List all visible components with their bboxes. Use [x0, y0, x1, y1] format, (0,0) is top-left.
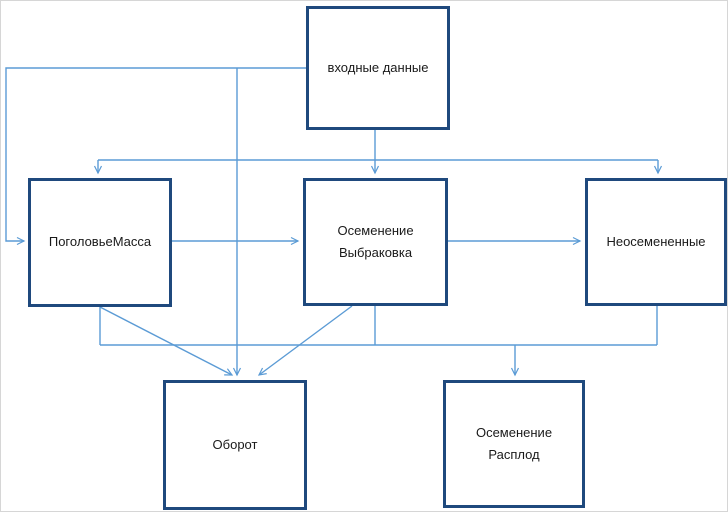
- node-osemenenie-vybrakovka-label: Осеменение Выбраковка: [337, 222, 414, 260]
- node-input-data: входные данные: [306, 6, 450, 130]
- node-oborot-label: Оборот: [212, 436, 258, 452]
- node-neosemenennye-label: Неосемененные: [606, 233, 706, 249]
- connector-input-to-pogolovye: [5, 67, 306, 246]
- connector-vybrakovka-to-oborot: [257, 305, 353, 376]
- node-pogolovye-massa-label: ПоголовьеМасса: [48, 234, 152, 250]
- node-osemenenie-rasplod: Осеменение Расплод: [443, 380, 585, 508]
- node-input-data-label: входные данные: [327, 59, 429, 75]
- node-neosemenennye: Неосемененные: [585, 178, 727, 306]
- node-osemenenie-rasplod-label: Осеменение Расплод: [475, 424, 553, 462]
- node-oborot: Оборот: [163, 380, 307, 510]
- node-pogolovye-massa: ПоголовьеМасса: [28, 178, 172, 307]
- connector-pogolovye-to-oborot: [99, 306, 234, 376]
- node-osemenenie-vybrakovka: Осеменение Выбраковка: [303, 178, 448, 306]
